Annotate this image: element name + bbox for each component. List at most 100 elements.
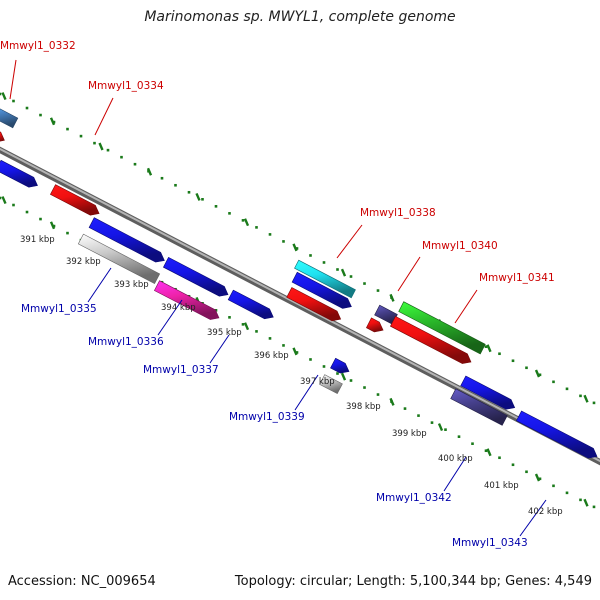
track-tick bbox=[389, 397, 395, 406]
map-title: Marinomonas sp. MWYL1, complete genome bbox=[144, 9, 456, 25]
track-dot bbox=[39, 113, 42, 117]
track-dot bbox=[538, 373, 542, 377]
gene-features bbox=[0, 104, 598, 459]
gene-label-bottom[interactable]: Mmwyl1_0342 bbox=[376, 492, 452, 504]
track-dot bbox=[336, 268, 339, 271]
track-tick bbox=[1, 196, 7, 205]
track-dot bbox=[484, 345, 488, 349]
gene-feature[interactable] bbox=[398, 301, 486, 355]
track-dot bbox=[25, 106, 29, 110]
gene-feature[interactable] bbox=[515, 410, 598, 459]
track-dot bbox=[12, 203, 15, 207]
track-tick bbox=[292, 243, 298, 252]
leader-line bbox=[336, 224, 363, 259]
gene-feature[interactable] bbox=[450, 388, 508, 426]
track-dot bbox=[430, 421, 434, 424]
gene-feature[interactable] bbox=[294, 259, 356, 299]
track-dot bbox=[579, 498, 582, 502]
gene-feature[interactable] bbox=[319, 374, 343, 395]
track-dot bbox=[93, 141, 96, 145]
kbp-label: 392 kbp bbox=[66, 257, 101, 267]
gene-feature[interactable] bbox=[227, 289, 274, 320]
kbp-label: 393 kbp bbox=[114, 280, 149, 290]
gene-feature[interactable] bbox=[162, 256, 229, 297]
track-tick bbox=[49, 117, 56, 126]
track-dot bbox=[255, 330, 258, 333]
gene-feature[interactable] bbox=[286, 287, 342, 322]
gene-feature[interactable] bbox=[88, 217, 165, 263]
gene-label-bottom[interactable]: Mmwyl1_0343 bbox=[452, 537, 528, 549]
track-tick bbox=[49, 221, 56, 230]
track-dot bbox=[282, 344, 285, 347]
track-dot bbox=[322, 261, 326, 264]
leader-line bbox=[443, 456, 467, 492]
track-dot bbox=[187, 190, 191, 194]
track-dot bbox=[565, 491, 569, 495]
track-dot bbox=[376, 393, 380, 396]
gene-feature[interactable] bbox=[49, 184, 100, 216]
track-dot bbox=[552, 484, 555, 488]
track-dot bbox=[106, 148, 110, 152]
gene-feature[interactable] bbox=[389, 315, 472, 364]
leader-line bbox=[94, 97, 114, 136]
gene-label-bottom[interactable]: Mmwyl1_0337 bbox=[143, 364, 219, 376]
gene-feature[interactable] bbox=[330, 357, 350, 374]
gene-label-bottom[interactable]: Mmwyl1_0335 bbox=[21, 303, 97, 315]
gene-label-top[interactable]: Mmwyl1_0341 bbox=[479, 272, 555, 284]
track-dot bbox=[592, 505, 596, 509]
genome-summary-text: Topology: circular; Length: 5,100,344 bp… bbox=[234, 574, 592, 589]
track-dot bbox=[498, 456, 501, 460]
track-dot bbox=[511, 463, 515, 467]
gene-label-top[interactable]: Mmwyl1_0334 bbox=[88, 80, 164, 92]
gene-feature[interactable] bbox=[0, 131, 5, 142]
track-dot bbox=[484, 449, 488, 453]
track-tick bbox=[486, 344, 492, 353]
leader-lines bbox=[9, 59, 547, 537]
track-tick bbox=[146, 167, 153, 176]
gene-feature[interactable] bbox=[0, 104, 19, 129]
track-dot bbox=[228, 212, 231, 215]
gene-feature[interactable] bbox=[460, 375, 516, 410]
track-dot bbox=[322, 365, 326, 368]
track-dot bbox=[25, 210, 29, 214]
gene-label-bottom[interactable]: Mmwyl1_0339 bbox=[229, 411, 305, 423]
track-dot bbox=[79, 134, 83, 138]
track-tick bbox=[389, 293, 395, 302]
leader-line bbox=[454, 289, 478, 324]
track-dot bbox=[255, 226, 258, 229]
kbp-label: 401 kbp bbox=[484, 481, 519, 491]
gene-feature[interactable] bbox=[0, 159, 38, 188]
gene-feature[interactable] bbox=[77, 233, 161, 285]
track-dot bbox=[538, 477, 542, 481]
gene-label-top[interactable]: Mmwyl1_0340 bbox=[422, 240, 498, 252]
kbp-label: 395 kbp bbox=[207, 328, 242, 338]
kbp-label: 396 kbp bbox=[254, 351, 289, 361]
gene-label-bottom[interactable]: Mmwyl1_0336 bbox=[88, 336, 164, 348]
leader-line bbox=[87, 267, 112, 303]
track-dot bbox=[0, 196, 2, 200]
track-dot bbox=[336, 372, 339, 375]
gene-feature[interactable] bbox=[291, 271, 352, 309]
track-tick bbox=[292, 347, 298, 356]
track-dot bbox=[552, 380, 555, 384]
leader-line bbox=[294, 374, 319, 411]
track-dot bbox=[214, 205, 218, 208]
track-dot bbox=[160, 176, 164, 180]
gene-label-top[interactable]: Mmwyl1_0338 bbox=[360, 207, 436, 219]
gene-label-top[interactable]: Mmwyl1_0332 bbox=[0, 40, 76, 52]
track-dot bbox=[133, 162, 137, 166]
track-tick bbox=[195, 192, 201, 201]
track-dot bbox=[120, 155, 123, 159]
track-dot bbox=[471, 442, 474, 445]
track-dot bbox=[525, 470, 528, 474]
leader-line bbox=[9, 59, 17, 100]
track-dot bbox=[417, 414, 420, 417]
gene-feature[interactable] bbox=[365, 317, 384, 333]
gene-feature[interactable] bbox=[153, 280, 220, 320]
track-tick bbox=[583, 498, 589, 507]
track-tick bbox=[98, 142, 104, 151]
track-dot bbox=[592, 401, 596, 405]
track-dot bbox=[0, 92, 2, 96]
